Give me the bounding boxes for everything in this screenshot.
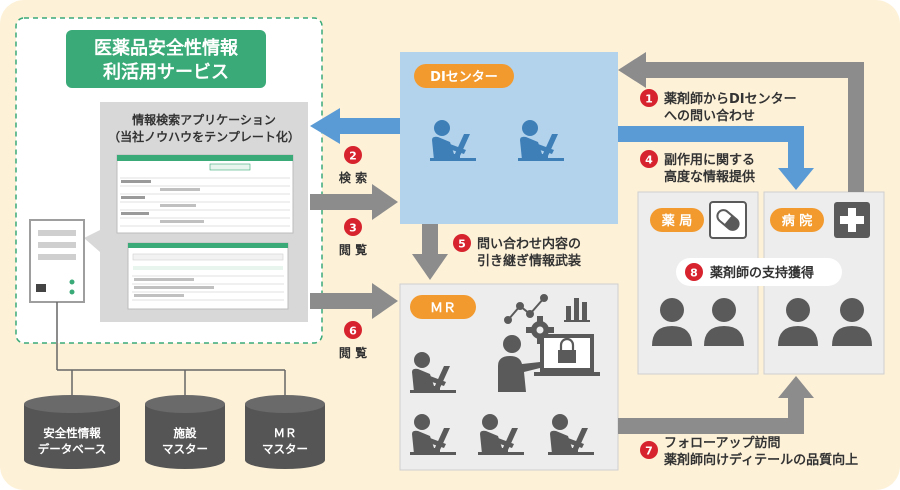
mr-label: ＭＲ — [430, 301, 456, 316]
step-number: 2 — [349, 150, 357, 163]
laptop-lock-icon — [534, 334, 600, 376]
medical-cross-icon — [834, 202, 870, 238]
step-number: 4 — [645, 154, 653, 167]
app-screenshot-view — [127, 242, 289, 310]
database-mr-master: ＭＲ マスター — [245, 395, 325, 469]
step-badge — [344, 321, 362, 339]
step-text-line2: への問い合わせ — [664, 108, 755, 124]
db-label-line2: マスター — [262, 442, 308, 456]
step-text-line1: 薬剤師からDIセンター — [663, 91, 797, 107]
di-center-label: DIセンター — [430, 70, 498, 85]
mr-presenter-icon — [498, 335, 540, 392]
pharmacy-label-pill — [650, 208, 704, 232]
service-title-box — [66, 30, 266, 88]
step-badge — [344, 218, 362, 236]
step-badge — [640, 441, 658, 459]
arrow-advanced-info — [618, 126, 814, 190]
arrow-handover — [412, 224, 448, 280]
step-number: 1 — [645, 93, 653, 106]
step-badge — [344, 146, 362, 164]
bar-chart-icon — [564, 298, 590, 322]
arrow-search — [310, 108, 400, 144]
app-title-line1: 情報検索アプリケーション — [132, 112, 276, 127]
di-center-label-pill — [414, 64, 514, 88]
step-text-line1: 副作用に関する — [664, 152, 755, 168]
mr-label-pill — [410, 295, 476, 319]
step-badge — [640, 150, 658, 168]
database-safety-info: 安全性情報 データベース — [24, 395, 120, 469]
db-label-line1: 安全性情報 — [43, 426, 101, 440]
step-text-line1: 閲 覧 — [339, 345, 367, 360]
service-title-line2: 利活用サービス — [103, 61, 229, 83]
step-badge — [685, 263, 703, 281]
step-number: 5 — [458, 238, 466, 251]
arrow-view-mr — [310, 283, 398, 319]
step-number: 8 — [690, 267, 698, 280]
db-label-line1: ＭＲ — [274, 426, 297, 440]
app-screenshot-search — [116, 154, 294, 234]
arrow-inquiry — [618, 52, 864, 192]
db-label-line1: 施設 — [174, 426, 197, 440]
server-icon — [29, 219, 85, 303]
db-label-line2: マスター — [162, 442, 208, 456]
step-text-line1: フォローアップ訪問 — [664, 435, 780, 451]
step-text-line1: 検 索 — [339, 170, 367, 185]
step-text-line2: 高度な情報提供 — [664, 169, 755, 185]
step-text-line1: 薬剤師の支持獲得 — [709, 265, 814, 281]
step-number: 3 — [349, 222, 357, 235]
support-pill — [676, 258, 842, 286]
database-facility-master: 施設 マスター — [145, 395, 225, 469]
capsule-icon — [709, 201, 747, 239]
step-badge — [640, 89, 658, 107]
step-text-line2: 薬剤師向けディテールの品質向上 — [663, 452, 858, 468]
pharmacy-label: 薬 局 — [661, 213, 693, 229]
app-title-line2: （当社ノウハウをテンプレート化） — [108, 129, 300, 144]
step-text-line2: 引き継ぎ情報武装 — [477, 253, 581, 269]
arrow-view-di — [310, 184, 398, 220]
step-number: 7 — [645, 445, 653, 458]
analytics-chart-icon — [504, 294, 548, 324]
db-label-line2: データベース — [38, 442, 106, 456]
hospital-label-pill — [770, 208, 824, 232]
arrow-follow-up — [618, 376, 814, 434]
step-badge — [453, 234, 471, 252]
step-text-line1: 閲 覧 — [339, 242, 367, 257]
step-text-line1: 問い合わせ内容の — [477, 236, 581, 252]
step-number: 6 — [349, 325, 357, 338]
service-title-line1: 医薬品安全性情報 — [94, 37, 239, 59]
hospital-label: 病 院 — [782, 213, 813, 229]
